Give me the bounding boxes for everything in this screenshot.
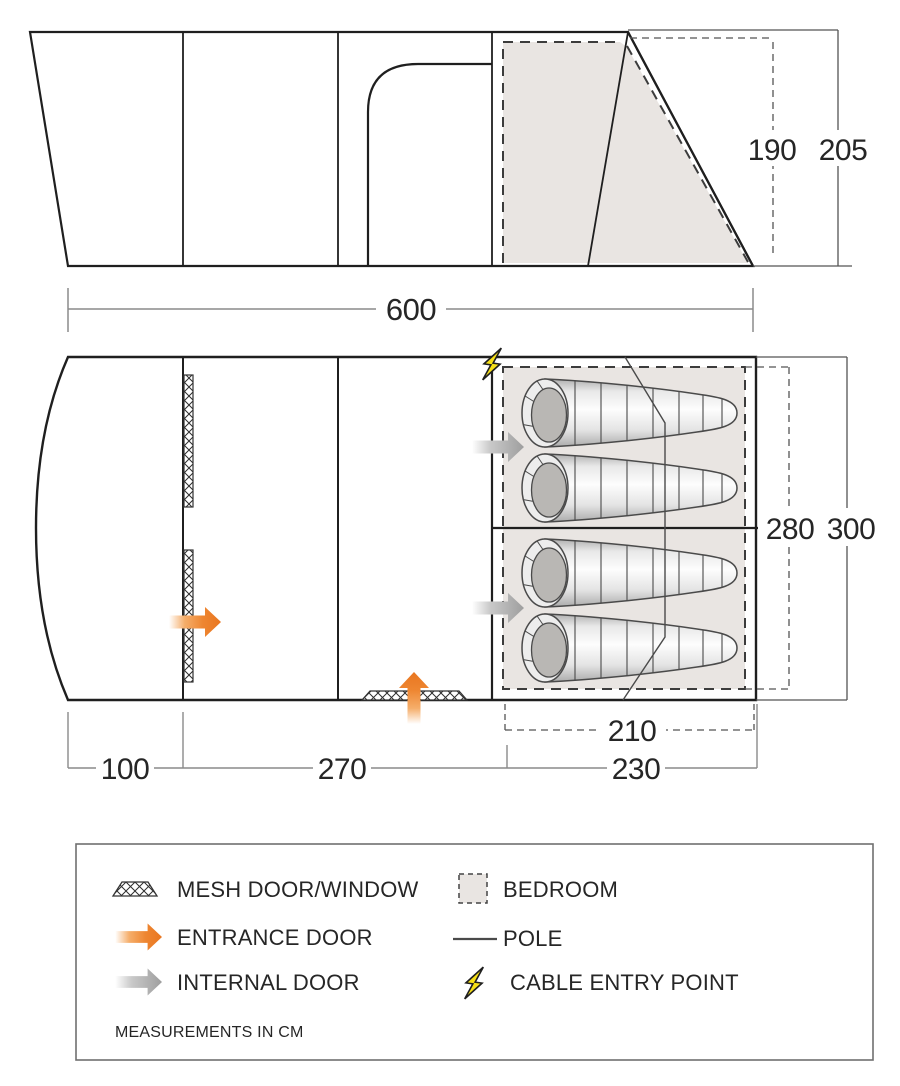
dim-overall-length-label: 600 — [386, 292, 436, 327]
legend-internal-label: INTERNAL DOOR — [177, 970, 360, 995]
mesh-door-window-icon — [111, 881, 159, 897]
legend-bedroom-label: BEDROOM — [503, 877, 618, 902]
dim-bedroom-length-label: 230 — [612, 753, 661, 786]
dim-height-inner-label: 190 — [748, 134, 797, 167]
legend-cable-label: CABLE ENTRY POINT — [510, 970, 739, 995]
legend: MESH DOOR/WINDOW ENTRANCE DOOR INTERNAL … — [75, 843, 874, 1061]
bedroom-dashed-border — [502, 366, 746, 690]
legend-mesh-label: MESH DOOR/WINDOW — [177, 877, 419, 902]
dim-width-outer-label: 300 — [827, 513, 876, 546]
legend-entrance-label: ENTRANCE DOOR — [177, 925, 373, 950]
floorplan-dimensions: 280 300 210 100 270 230 — [67, 356, 880, 786]
dim-label-bg — [758, 508, 880, 546]
dim-width-inner-label: 280 — [766, 513, 815, 546]
dim-label-bg — [737, 130, 873, 166]
floorplan-view — [34, 345, 768, 724]
dim-label-bg — [607, 752, 665, 784]
dim-bedroom-inner-length-label: 210 — [608, 715, 657, 748]
dim-height-outer-label: 205 — [819, 134, 868, 167]
mesh-window-upper — [183, 374, 194, 508]
dim-label-bg — [598, 714, 666, 746]
elevation-view — [28, 30, 755, 268]
elevation-rear-slope — [627, 31, 754, 267]
dim-label-bg — [313, 752, 371, 784]
elevation-dimensions: 190 205 600 — [67, 29, 873, 332]
dim-living-length-label: 270 — [318, 753, 367, 786]
pole-line — [622, 356, 666, 701]
elevation-inner-slope-pole — [587, 31, 629, 267]
elevation-bedroom-dashed-border — [502, 41, 620, 263]
dim-porch-length-label: 100 — [101, 753, 150, 786]
legend-pole-label: POLE — [503, 926, 563, 951]
elevation-door-outline — [366, 62, 492, 266]
bedroom-swatch-icon — [458, 873, 488, 904]
elevation-bedroom-dashed-slope — [626, 45, 749, 263]
elevation-bedroom-shading — [503, 42, 748, 263]
dim-label-bg — [96, 752, 154, 784]
dim-label-bg — [376, 292, 446, 326]
legend-measurements-note: MEASUREMENTS IN CM — [115, 1024, 304, 1041]
